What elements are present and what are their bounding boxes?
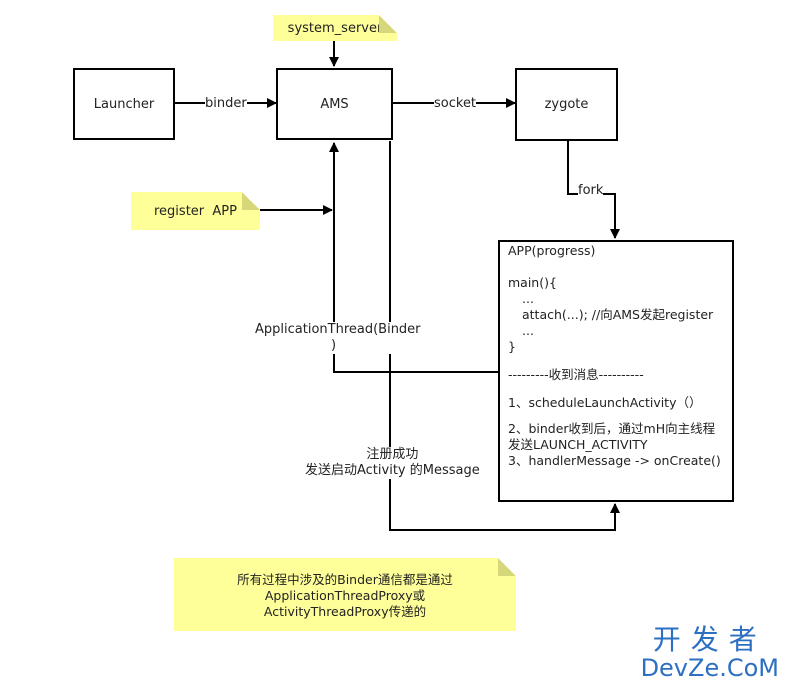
- app-title: APP(progress): [508, 243, 596, 258]
- watermark-cn: 开发者: [652, 623, 767, 656]
- register-app-note: register APP: [131, 192, 260, 230]
- code-attach: attach(...); //向AMS发起register: [522, 307, 714, 322]
- watermark-logo: 开发者 DevZe.CoM: [640, 623, 779, 682]
- application-thread-line2: ): [331, 338, 337, 353]
- step-3: 3、handlerMessage -> onCreate(): [508, 453, 721, 468]
- ams-node: AMS: [276, 68, 393, 140]
- system-server-label: system_server: [287, 20, 383, 36]
- step-2b: 发送LAUNCH_ACTIVITY: [508, 437, 648, 452]
- system-server-note: system_server: [273, 15, 397, 41]
- code-dots-2: ...: [522, 323, 534, 338]
- code-main-close: }: [508, 339, 516, 354]
- footnote-note: 所有过程中涉及的Binder通信都是通过 ApplicationThreadPr…: [174, 558, 516, 631]
- launcher-label: Launcher: [93, 96, 155, 112]
- footnote-line1: 所有过程中涉及的Binder通信都是通过: [237, 572, 453, 587]
- footnote-line2: ApplicationThreadProxy或: [264, 588, 426, 603]
- zygote-node: zygote: [515, 68, 618, 141]
- register-app-label: register APP: [154, 203, 237, 219]
- footnote-line3: ActivityThreadProxy传递的: [263, 604, 427, 619]
- edge-app-thread-to-ams: [329, 142, 498, 373]
- code-dots-1: ...: [522, 291, 534, 306]
- app-process-node: APP(progress) main(){ ... attach(...); /…: [498, 240, 734, 502]
- register-success-line1: 注册成功: [366, 447, 419, 462]
- zygote-label: zygote: [544, 97, 589, 112]
- application-thread-line1: ApplicationThread(Binder: [255, 322, 421, 337]
- message-divider: ---------收到消息----------: [508, 367, 644, 382]
- launcher-node: Launcher: [73, 68, 175, 140]
- code-main-open: main(){: [508, 275, 557, 290]
- ams-label: AMS: [320, 96, 349, 112]
- edge-label-application-thread: ApplicationThread(Binder ): [255, 322, 421, 354]
- step-2a: 2、binder收到后，通过mH向主线程: [508, 421, 716, 436]
- edge-label-binder: binder: [205, 96, 247, 112]
- register-success-line2: 发送启动Activity 的Message: [305, 463, 480, 478]
- edge-label-fork: fork: [578, 183, 604, 199]
- edge-label-register-success: 注册成功 发送启动Activity 的Message: [305, 447, 480, 479]
- edge-label-socket: socket: [434, 96, 477, 112]
- watermark-en: DevZe.CoM: [640, 654, 779, 682]
- step-1: 1、scheduleLaunchActivity（）: [508, 395, 702, 410]
